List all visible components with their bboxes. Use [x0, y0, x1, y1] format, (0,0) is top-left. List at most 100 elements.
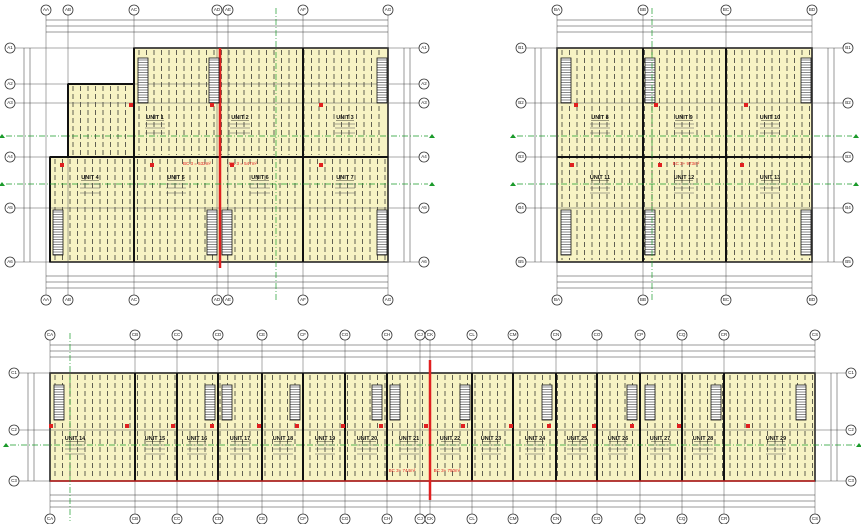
- fire-hose-reel-icon: [150, 163, 154, 167]
- grid-bubble: [637, 4, 649, 16]
- grid-label-cm: CM: [510, 516, 517, 521]
- fire-hose-reel-icon: [230, 163, 234, 167]
- grid-label-ab: AB: [65, 7, 71, 12]
- grid-bubble: [515, 202, 527, 214]
- stair: [795, 384, 807, 421]
- grid-label-bc: BC: [723, 7, 730, 12]
- fire-hose-reel-icon: [654, 103, 658, 107]
- grid-label-c1: C1: [11, 370, 17, 375]
- grid-label-c3: C3: [11, 478, 17, 483]
- grid-bubble: [4, 78, 16, 90]
- grid-label-cq: CQ: [679, 516, 686, 521]
- unit-label: UNIT 18: [273, 436, 293, 442]
- grid-label-c1: C1: [848, 370, 854, 375]
- grid-label-cd: CD: [215, 516, 222, 521]
- grid-bubble: [381, 513, 393, 524]
- fire-hose-reel-icon: [295, 424, 299, 428]
- fire-hose-reel-icon: [125, 424, 129, 428]
- grid-label-b4: B4: [518, 205, 524, 210]
- stair-outline: [800, 57, 812, 104]
- grid-label-cl: CL: [469, 332, 475, 337]
- grid-bubble: [842, 202, 854, 214]
- grid-bubble: [809, 513, 821, 524]
- grid-label-co: CO: [594, 332, 601, 337]
- grid-label-a6: A6: [7, 259, 13, 264]
- grid-label-bd: BD: [809, 7, 816, 12]
- grid-bubble: [718, 329, 730, 341]
- grid-bubble: [418, 78, 430, 90]
- fire-hose-reel-icon: [129, 103, 133, 107]
- unit-label: UNIT 10: [760, 115, 780, 121]
- grid-bubble: [842, 97, 854, 109]
- grid-bubble: [256, 329, 268, 341]
- stair: [644, 209, 656, 256]
- unit-label: UNIT 27: [650, 436, 670, 442]
- grid-label-cr: CR: [721, 332, 728, 337]
- fire-hose-reel-icon: [49, 424, 53, 428]
- fire-hose-reel-icon: [677, 424, 681, 428]
- grid-label-aa: AA: [43, 297, 49, 302]
- grid-label-ce: CE: [259, 332, 265, 337]
- grid-label-cg: CG: [342, 332, 349, 337]
- unit-label: UNIT 20: [357, 436, 377, 442]
- grid-label-b3: B3: [518, 154, 524, 159]
- grid-bubble: [129, 513, 141, 524]
- grid-label-bd: BD: [809, 297, 816, 302]
- unit-label: UNIT 25: [567, 436, 587, 442]
- grid-label-a1: A1: [421, 45, 427, 50]
- grid-label-af: AF: [300, 7, 306, 12]
- unit-label: UNIT 22: [440, 436, 460, 442]
- stair-outline: [221, 209, 233, 256]
- building-class-area-label: BC 3+ 973m²: [673, 161, 700, 166]
- grid-bubble: [222, 294, 234, 306]
- grid-bubble: [211, 294, 223, 306]
- unit-label: UNIT 13: [760, 175, 780, 181]
- grid-bubble: [339, 513, 351, 524]
- grid-label-ce: CE: [259, 516, 265, 521]
- grid-label-ba: BA: [554, 7, 560, 12]
- grid-bubble: [297, 4, 309, 16]
- grid-bubble: [676, 513, 688, 524]
- stair-outline: [644, 209, 656, 256]
- unit-label: UNIT 29: [766, 436, 786, 442]
- grid-label-a3: A3: [7, 100, 13, 105]
- grid-bubble: [129, 329, 141, 341]
- grid-bubble: [424, 329, 436, 341]
- stair: [371, 384, 383, 421]
- grid-bubble: [418, 97, 430, 109]
- unit-label: UNIT 6: [251, 175, 268, 181]
- grid-bubble: [222, 4, 234, 16]
- stair-outline: [204, 384, 216, 421]
- stair-outline: [800, 209, 812, 256]
- grid-bubble: [339, 329, 351, 341]
- section-marker-icon: [510, 182, 516, 186]
- grid-label-ca: CA: [47, 516, 53, 521]
- grid-bubble: [171, 329, 183, 341]
- grid-label-ba: BA: [554, 297, 560, 302]
- stair: [800, 209, 812, 256]
- stair-outline: [52, 209, 64, 256]
- fire-hose-reel-icon: [341, 424, 345, 428]
- unit-label: UNIT 15: [145, 436, 165, 442]
- grid-bubble: [128, 4, 140, 16]
- grid-label-cp: CP: [637, 332, 643, 337]
- grid-bubble: [551, 4, 563, 16]
- stair: [52, 209, 64, 256]
- grid-label-ac: AC: [131, 297, 138, 302]
- fire-hose-reel-icon: [574, 103, 578, 107]
- unit-label: UNIT 9: [675, 115, 692, 121]
- stair-outline: [221, 384, 233, 421]
- building-class-area-label: BC 3 = 547m²: [229, 161, 257, 166]
- stair-outline: [289, 384, 301, 421]
- grid-bubble: [466, 513, 478, 524]
- grid-bubble: [515, 151, 527, 163]
- grid-label-a5: A5: [7, 205, 13, 210]
- grid-bubble: [718, 513, 730, 524]
- grid-label-cj: CJ: [417, 516, 423, 521]
- floor-area: [556, 47, 813, 263]
- stair-outline: [795, 384, 807, 421]
- stair: [541, 384, 553, 421]
- grid-label-ac: AC: [131, 7, 138, 12]
- floor-area: [133, 47, 389, 158]
